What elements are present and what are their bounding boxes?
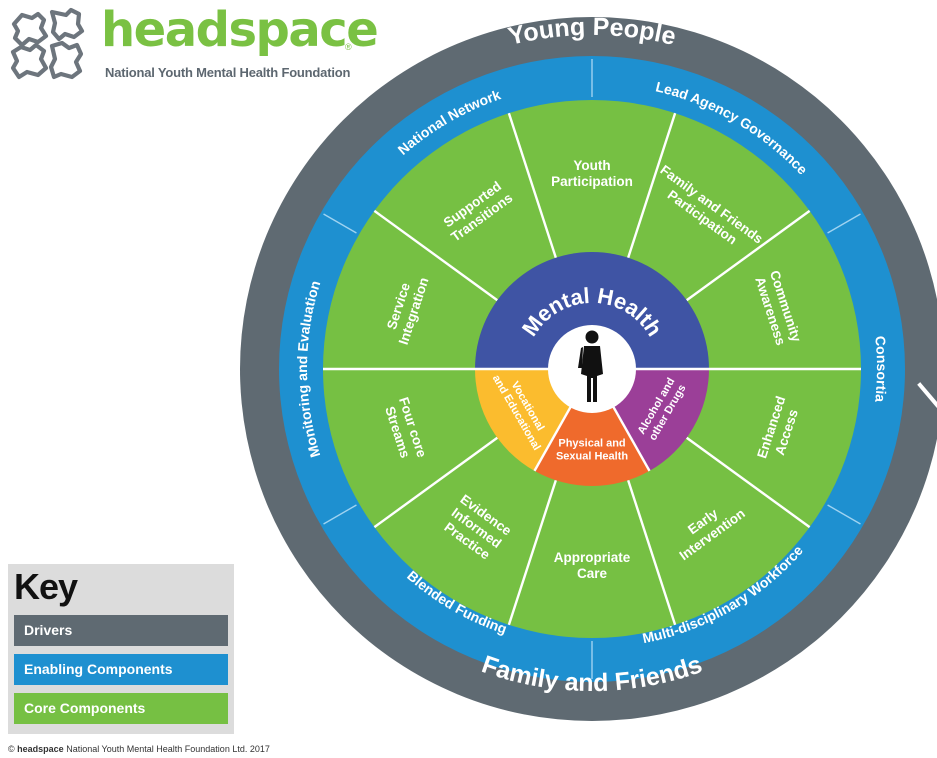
key-item-drivers: Drivers	[14, 615, 228, 646]
drivers-arrow-icon	[917, 382, 937, 408]
mental-health-segment	[475, 252, 709, 369]
footer-brand: headspace	[17, 744, 64, 754]
brand-tagline: National Youth Mental Health Foundation	[105, 65, 351, 80]
key-legend: Key Drivers Enabling Components Core Com…	[8, 564, 234, 734]
footer-text: National Youth Mental Health Foundation …	[66, 744, 270, 754]
copyright-footer: © headspace National Youth Mental Health…	[8, 744, 270, 754]
enabling-consortia: Consortia	[872, 335, 890, 403]
copyright-symbol: ©	[8, 744, 15, 754]
young-person-icon	[578, 330, 603, 402]
key-title: Key	[14, 566, 78, 607]
headspace-logo: headspace ® National Youth Mental Health…	[8, 2, 379, 82]
key-item-enabling-components: Enabling Components	[14, 654, 228, 685]
headspace-puzzle-icon	[10, 7, 85, 80]
key-item-core-components: Core Components	[14, 693, 228, 724]
physical-segment	[534, 369, 650, 487]
brand-wordmark: headspace	[101, 2, 379, 58]
registered-mark: ®	[345, 42, 352, 52]
